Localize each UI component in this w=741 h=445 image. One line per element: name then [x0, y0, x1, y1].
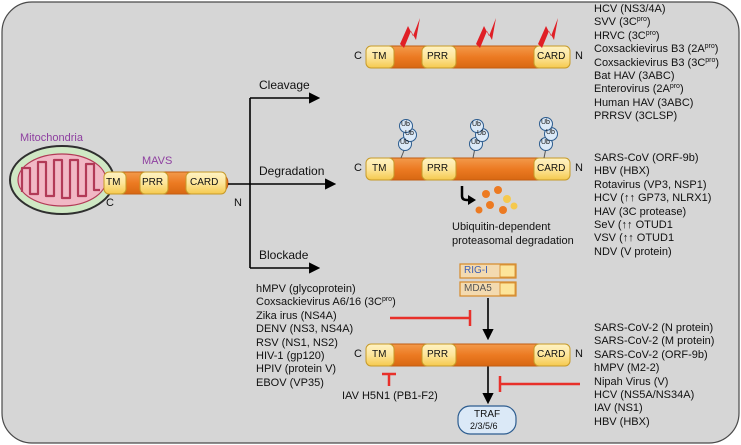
virus-list-item: PRRSV (3CLSP): [594, 110, 678, 123]
ubiquitin-chain-icon: [398, 117, 558, 159]
ub-label: Ub: [471, 139, 480, 146]
virus-list-item: Coxsackievirus A6/16 (3Cpro): [256, 296, 396, 309]
blockade-label: Blockade: [259, 248, 309, 262]
ub-label: Ub: [541, 139, 550, 146]
virus-list-item: SARS-CoV-2 (M protein): [594, 335, 715, 348]
degradation-card-label: CARD: [537, 163, 566, 174]
virus-list-item: hMPV (glycoprotein): [256, 283, 356, 295]
degradation-c-terminus: C: [354, 162, 362, 174]
rig-i-box: [459, 263, 517, 279]
degradation-label: Degradation: [259, 164, 325, 178]
ub-label: Ub: [477, 130, 486, 137]
mda5-box: [459, 281, 517, 297]
virus-list-item: HBV (HBX): [594, 165, 650, 178]
degradation-n-terminus: N: [575, 162, 583, 174]
cleavage-prr-label: PRR: [427, 51, 449, 62]
rig-i-label: RIG-I: [464, 265, 488, 276]
ub-label: Ub: [546, 129, 555, 136]
virus-list-item: SARS-CoV-2 (ORF-9b): [594, 348, 708, 361]
virus-list-item: SeV (↑↑ OTUD1: [594, 219, 673, 232]
mavs-prr-label: PRR: [142, 177, 164, 188]
mavs-card-label: CARD: [190, 177, 219, 188]
mavs-c-terminus: C: [106, 197, 114, 209]
virus-list-item: Bat HAV (3ABC): [594, 70, 675, 83]
mavs-blockade: [365, 343, 571, 367]
virus-list-item: SARS-CoV (ORF-9b): [594, 152, 699, 164]
degradation-prr-label: PRR: [427, 163, 449, 174]
virus-list-item: HCV (NS3/4A): [594, 3, 666, 15]
virus-list-item: hMPV (M2-2): [594, 362, 660, 375]
mavs-membrane-protein: [103, 171, 229, 195]
inhibition-bar-icons: [382, 310, 580, 392]
cleavage-lightning-icon: [400, 18, 558, 48]
virus-list-item: SVV (3Cpro): [594, 16, 651, 29]
virus-list-item: VSV (↑↑ OTUD1: [594, 232, 675, 245]
degradation-virus-list: SARS-CoV (ORF-9b)HBV (HBX)Rotavirus (VP3…: [594, 152, 711, 259]
mavs-degradation: [365, 157, 571, 181]
mavs-n-terminus: N: [234, 197, 242, 209]
ub-label: Ub: [405, 130, 414, 137]
virus-list-item: Enterovirus (2Apro): [594, 83, 684, 96]
branch-arrows: [228, 92, 337, 274]
virus-list-item: HPIV (protein V): [256, 363, 337, 376]
cleavage-card-label: CARD: [537, 51, 566, 62]
virus-list-item: HIV-1 (gp120): [256, 350, 325, 363]
traf-box: [457, 405, 517, 435]
traf-label-line2: 2/3/5/6: [470, 421, 498, 431]
blockade-prr-label: PRR: [427, 349, 449, 360]
mitochondria-label: Mitochondria: [20, 132, 83, 144]
cleavage-n-terminus: N: [575, 50, 583, 62]
virus-list-item: NDV (V protein): [594, 245, 672, 258]
virus-list-item: DENV (NS3, NS4A): [256, 323, 354, 336]
virus-list-item: Zika irus (NS4A): [256, 309, 337, 322]
virus-list-item: HAV (3C protease): [594, 205, 687, 218]
ub-label: Ub: [401, 121, 410, 128]
iav-h5n1-label: IAV H5N1 (PB1-F2): [342, 390, 438, 402]
virus-list-item: IAV (NS1): [594, 402, 643, 415]
virus-list-item: HCV (NS5A/NS34A): [594, 389, 695, 402]
mda5-label: MDA5: [464, 283, 492, 294]
mavs-tm-label: TM: [106, 177, 121, 188]
blockade-tm-label: TM: [372, 349, 387, 360]
ub-label: Ub: [541, 119, 550, 126]
degradation-tm-label: TM: [372, 163, 387, 174]
cleavage-c-terminus: C: [354, 50, 362, 62]
cleavage-tm-label: TM: [372, 51, 387, 62]
virus-list-item: HRVC (3Cpro): [594, 29, 660, 42]
blockade-left-virus-list: hMPV (glycoprotein)Coxsackievirus A6/16 …: [256, 283, 396, 390]
virus-list-item: HBV (HBX): [594, 415, 650, 428]
virus-list-item: SARS-CoV-2 (N protein): [594, 322, 714, 334]
proteasome-label-line2: proteasomal degradation: [452, 235, 574, 247]
virus-list-item: EBOV (VP35): [256, 376, 324, 389]
ub-label: Ub: [400, 139, 409, 146]
virus-list-item: RSV (NS1, NS2): [256, 336, 338, 349]
mavs-cleavage: [365, 45, 571, 69]
degradation-hook-arrow: [460, 186, 476, 205]
cleavage-label: Cleavage: [259, 78, 310, 92]
virus-list-item: Human HAV (3ABC): [594, 96, 694, 109]
virus-list-item: Coxsackievirus B3 (3Cpro): [594, 56, 720, 69]
virus-list-item: Nipah Virus (V): [594, 375, 669, 388]
blockade-n-terminus: N: [575, 348, 583, 360]
cleavage-virus-list: HCV (NS3/4A)SVV (3Cpro)HRVC (3Cpro)Coxsa…: [594, 3, 719, 124]
virus-list-item: HCV (↑↑ GP73, NLRX1): [594, 192, 712, 205]
blockade-card-label: CARD: [537, 349, 566, 360]
virus-list-item: Rotavirus (VP3, NSP1): [594, 178, 707, 191]
blockade-right-virus-list: SARS-CoV-2 (N protein)SARS-CoV-2 (M prot…: [594, 322, 714, 429]
proteasome-label-line1: Ubiquitin-dependent: [452, 221, 551, 233]
blockade-c-terminus: C: [354, 348, 362, 360]
virus-list-item: Coxsackievirus B3 (2Apro): [594, 43, 719, 56]
mitochondrion-icon: [9, 145, 115, 215]
mavs-label: MAVS: [142, 155, 173, 167]
ub-label: Ub: [472, 121, 481, 128]
traf-label-line1: TRAF: [474, 409, 501, 420]
proteasome-fragments-icon: [475, 186, 518, 214]
